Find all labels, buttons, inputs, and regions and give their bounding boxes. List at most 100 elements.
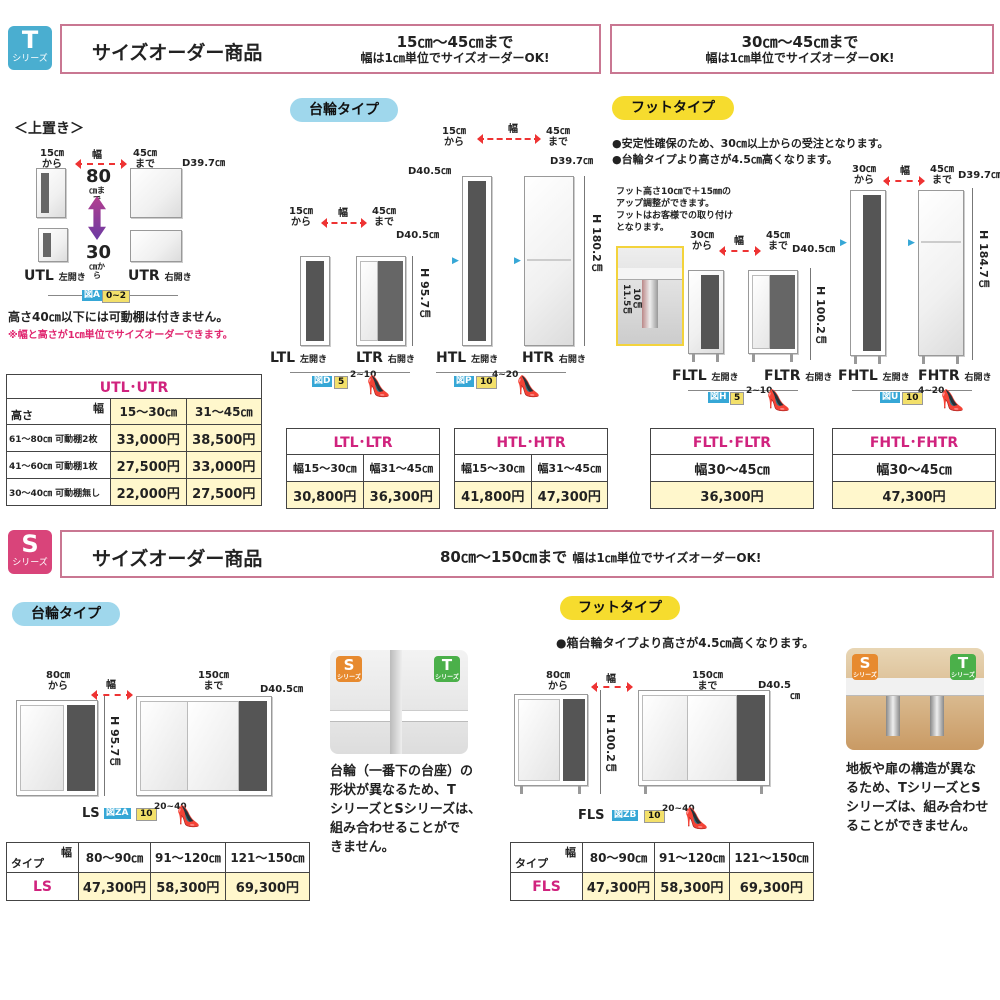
- leg: [760, 786, 763, 794]
- fls-head-corner: 幅タイプ: [510, 842, 583, 873]
- ls-c1: 80～90㎝: [78, 842, 151, 873]
- ft-to-sub: まで: [767, 241, 788, 252]
- s-range-note: 幅は1㎝単位でサイズオーダーOK!: [572, 551, 762, 565]
- htl-label: HTL 左開き: [436, 350, 498, 366]
- ft-from-sub: から: [691, 241, 712, 252]
- heel-icon: 👠: [766, 388, 791, 412]
- htr-label: HTR 右開き: [522, 350, 586, 366]
- fls-label: FLS: [578, 808, 605, 823]
- htl-v1: 41,800円: [454, 481, 532, 509]
- fls-c3: 121～150㎝: [728, 842, 815, 873]
- ca-depth2a: D40.5㎝: [408, 166, 451, 177]
- fig-d: 図D: [312, 376, 333, 387]
- foot-type-pill: フットタイプ: [612, 96, 734, 120]
- s-foot-caption: 地板や扉の構造が異な るため、TシリーズとS シリーズは、組み合わせ ることがで…: [846, 760, 988, 836]
- ls-head-corner: 幅タイプ: [6, 842, 79, 873]
- leg: [716, 354, 719, 362]
- oh-from-val: 15㎝: [40, 148, 64, 159]
- h-min-val: 30: [86, 242, 112, 263]
- right-line2: 幅は1㎝単位でサイズオーダーOK!: [705, 51, 895, 65]
- fig-zb-range: 20~40: [662, 804, 695, 814]
- sf-height: H 100.2㎝: [604, 714, 617, 773]
- adjust3: フットはお客様での取り付け: [616, 211, 734, 221]
- htl-image: [462, 176, 492, 346]
- leg: [956, 356, 959, 364]
- fig-za-range: 20~40: [154, 802, 187, 812]
- ca-top-from-val: 15㎝: [442, 126, 466, 137]
- fhtr-model: FHTR: [918, 368, 960, 384]
- t-series-badge: T シリーズ: [8, 26, 52, 70]
- fls-c2: 91～120㎝: [653, 842, 730, 873]
- caption-line: 地板や扉の構造が異な: [846, 762, 977, 777]
- s-header-range: 80㎝～150㎝まで 幅は1㎝単位でサイズオーダーOK!: [440, 546, 761, 567]
- sf-to-sub: まで: [697, 681, 718, 692]
- mini-t: T: [957, 654, 969, 672]
- utl-cell: 33,000円: [110, 424, 187, 452]
- overhead-heading: ＜上置き＞: [14, 121, 84, 137]
- oh-to-sub: まで: [134, 159, 155, 170]
- fhtl-model: FHTL: [838, 368, 878, 384]
- h-fig-bar: [688, 390, 798, 391]
- ft-depth1: D40.5㎝: [792, 244, 835, 255]
- ltl-table-title: LTL･LTR: [286, 428, 440, 455]
- ft2-to-sub: まで: [931, 175, 952, 186]
- ca-w-label: 幅: [338, 208, 348, 219]
- ca-width-arrow: [321, 218, 367, 228]
- ls-price-table: 幅タイプ 80～90㎝ 91～120㎝ 121～150㎝ LS 47,300円 …: [6, 842, 311, 901]
- mini-sub: シリーズ: [853, 672, 877, 679]
- ca-from-sub: から: [290, 217, 311, 228]
- fltl-table-title: FLTL･FLTR: [650, 428, 814, 455]
- fltl-model: FLTL: [672, 368, 707, 384]
- ltr-label: LTR 右開き: [356, 350, 415, 366]
- badge-letter: S: [21, 530, 39, 558]
- oh-width-arrow: [75, 159, 127, 169]
- range-line2: 幅は1㎝単位でサイズオーダーOK!: [360, 51, 550, 65]
- ltr-sub: 右開き: [387, 355, 415, 365]
- utl-table-title: UTL･UTR: [6, 374, 262, 399]
- ft-h2-line: [972, 188, 973, 360]
- oh-depth: D39.7㎝: [182, 158, 225, 169]
- t-header-box: [60, 24, 601, 74]
- ca-top-to-sub: まで: [547, 137, 568, 148]
- heel-icon: 👠: [176, 804, 201, 828]
- htl-sub: 左開き: [471, 355, 499, 365]
- height-arrow-icon: [88, 196, 106, 240]
- leg: [922, 356, 925, 364]
- fig-u-n: 10: [902, 392, 923, 405]
- fig-h-n: 5: [730, 392, 745, 405]
- ltl-model: LTL: [270, 350, 296, 366]
- t-header-title: サイズオーダー商品: [92, 42, 263, 64]
- h-min-sub: ㎝から: [89, 262, 105, 280]
- ca-to-val: 45㎝: [372, 206, 396, 217]
- t-header-right-range: 30㎝～45㎝まで 幅は1㎝単位でサイズオーダーOK!: [670, 34, 930, 66]
- sf-to-val: 150㎝: [692, 670, 723, 681]
- ca-height1: H 95.7㎝: [418, 268, 431, 320]
- utl-label: UTL 左開き: [24, 268, 86, 284]
- fhtr-marker-icon: ▶: [908, 238, 915, 248]
- heel-icon: 👠: [366, 374, 391, 398]
- leg: [790, 354, 793, 362]
- ls-label: LS: [82, 806, 100, 821]
- leg: [854, 356, 857, 364]
- fltr-sub: 右開き: [805, 373, 833, 383]
- ltr-image: [356, 256, 406, 346]
- utl-head-corner: 幅高さ: [6, 398, 111, 425]
- fig-za-n: 10: [136, 808, 157, 821]
- utr-short-image: [130, 230, 182, 262]
- utr-sub: 右開き: [164, 273, 192, 283]
- ft-h1-line: [810, 268, 811, 360]
- u-fig-bar: [852, 390, 972, 391]
- fhtr-sub: 右開き: [964, 373, 992, 383]
- ca-to-sub: まで: [373, 217, 394, 228]
- fltl-c1: 幅30～45㎝: [650, 454, 814, 482]
- oh-from-sub: から: [41, 159, 62, 170]
- ft-width-arrow: [719, 246, 761, 256]
